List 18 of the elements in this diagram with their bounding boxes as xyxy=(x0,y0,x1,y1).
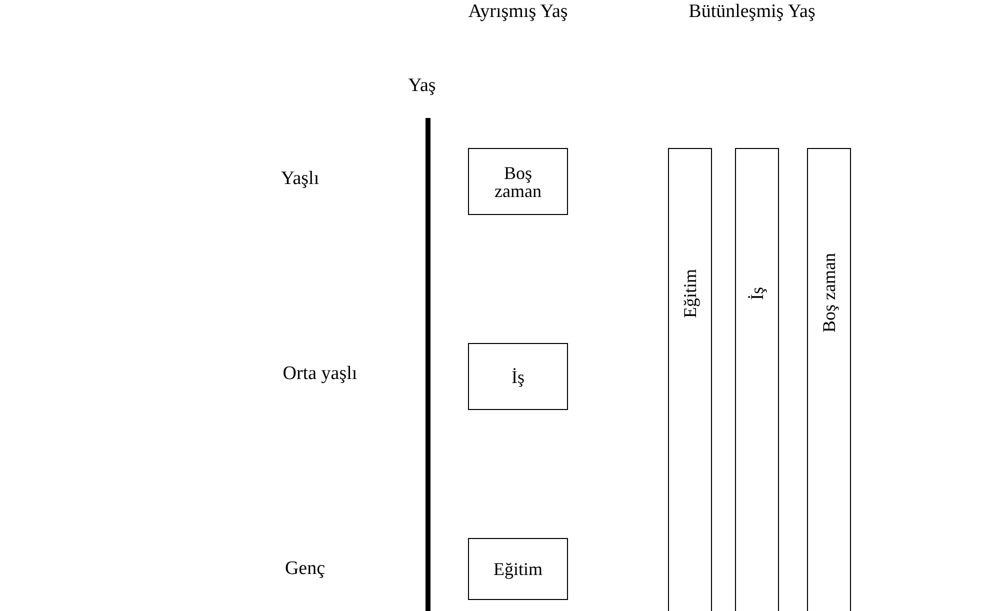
box-label: Eğitim xyxy=(681,268,699,318)
age-label: Orta yaşlı xyxy=(282,364,358,385)
box-label: Boş zaman xyxy=(494,164,542,200)
box xyxy=(468,148,568,215)
box-label: Eğitim xyxy=(492,560,544,578)
age-label: Yaşlı xyxy=(280,169,320,190)
column-heading: Ayrışmış Yaş xyxy=(468,2,568,23)
box-label: Boş zaman xyxy=(820,253,838,333)
bar xyxy=(668,148,712,611)
box-label: İş xyxy=(748,286,766,300)
bar xyxy=(807,148,851,611)
age-label: Genç xyxy=(284,559,326,580)
column-heading: Bütünleşmiş Yaş xyxy=(688,2,816,23)
box xyxy=(468,538,568,600)
axis-title: Yaş xyxy=(407,76,437,97)
box-label: İş xyxy=(510,368,526,386)
box xyxy=(468,343,568,410)
bar xyxy=(735,148,779,611)
